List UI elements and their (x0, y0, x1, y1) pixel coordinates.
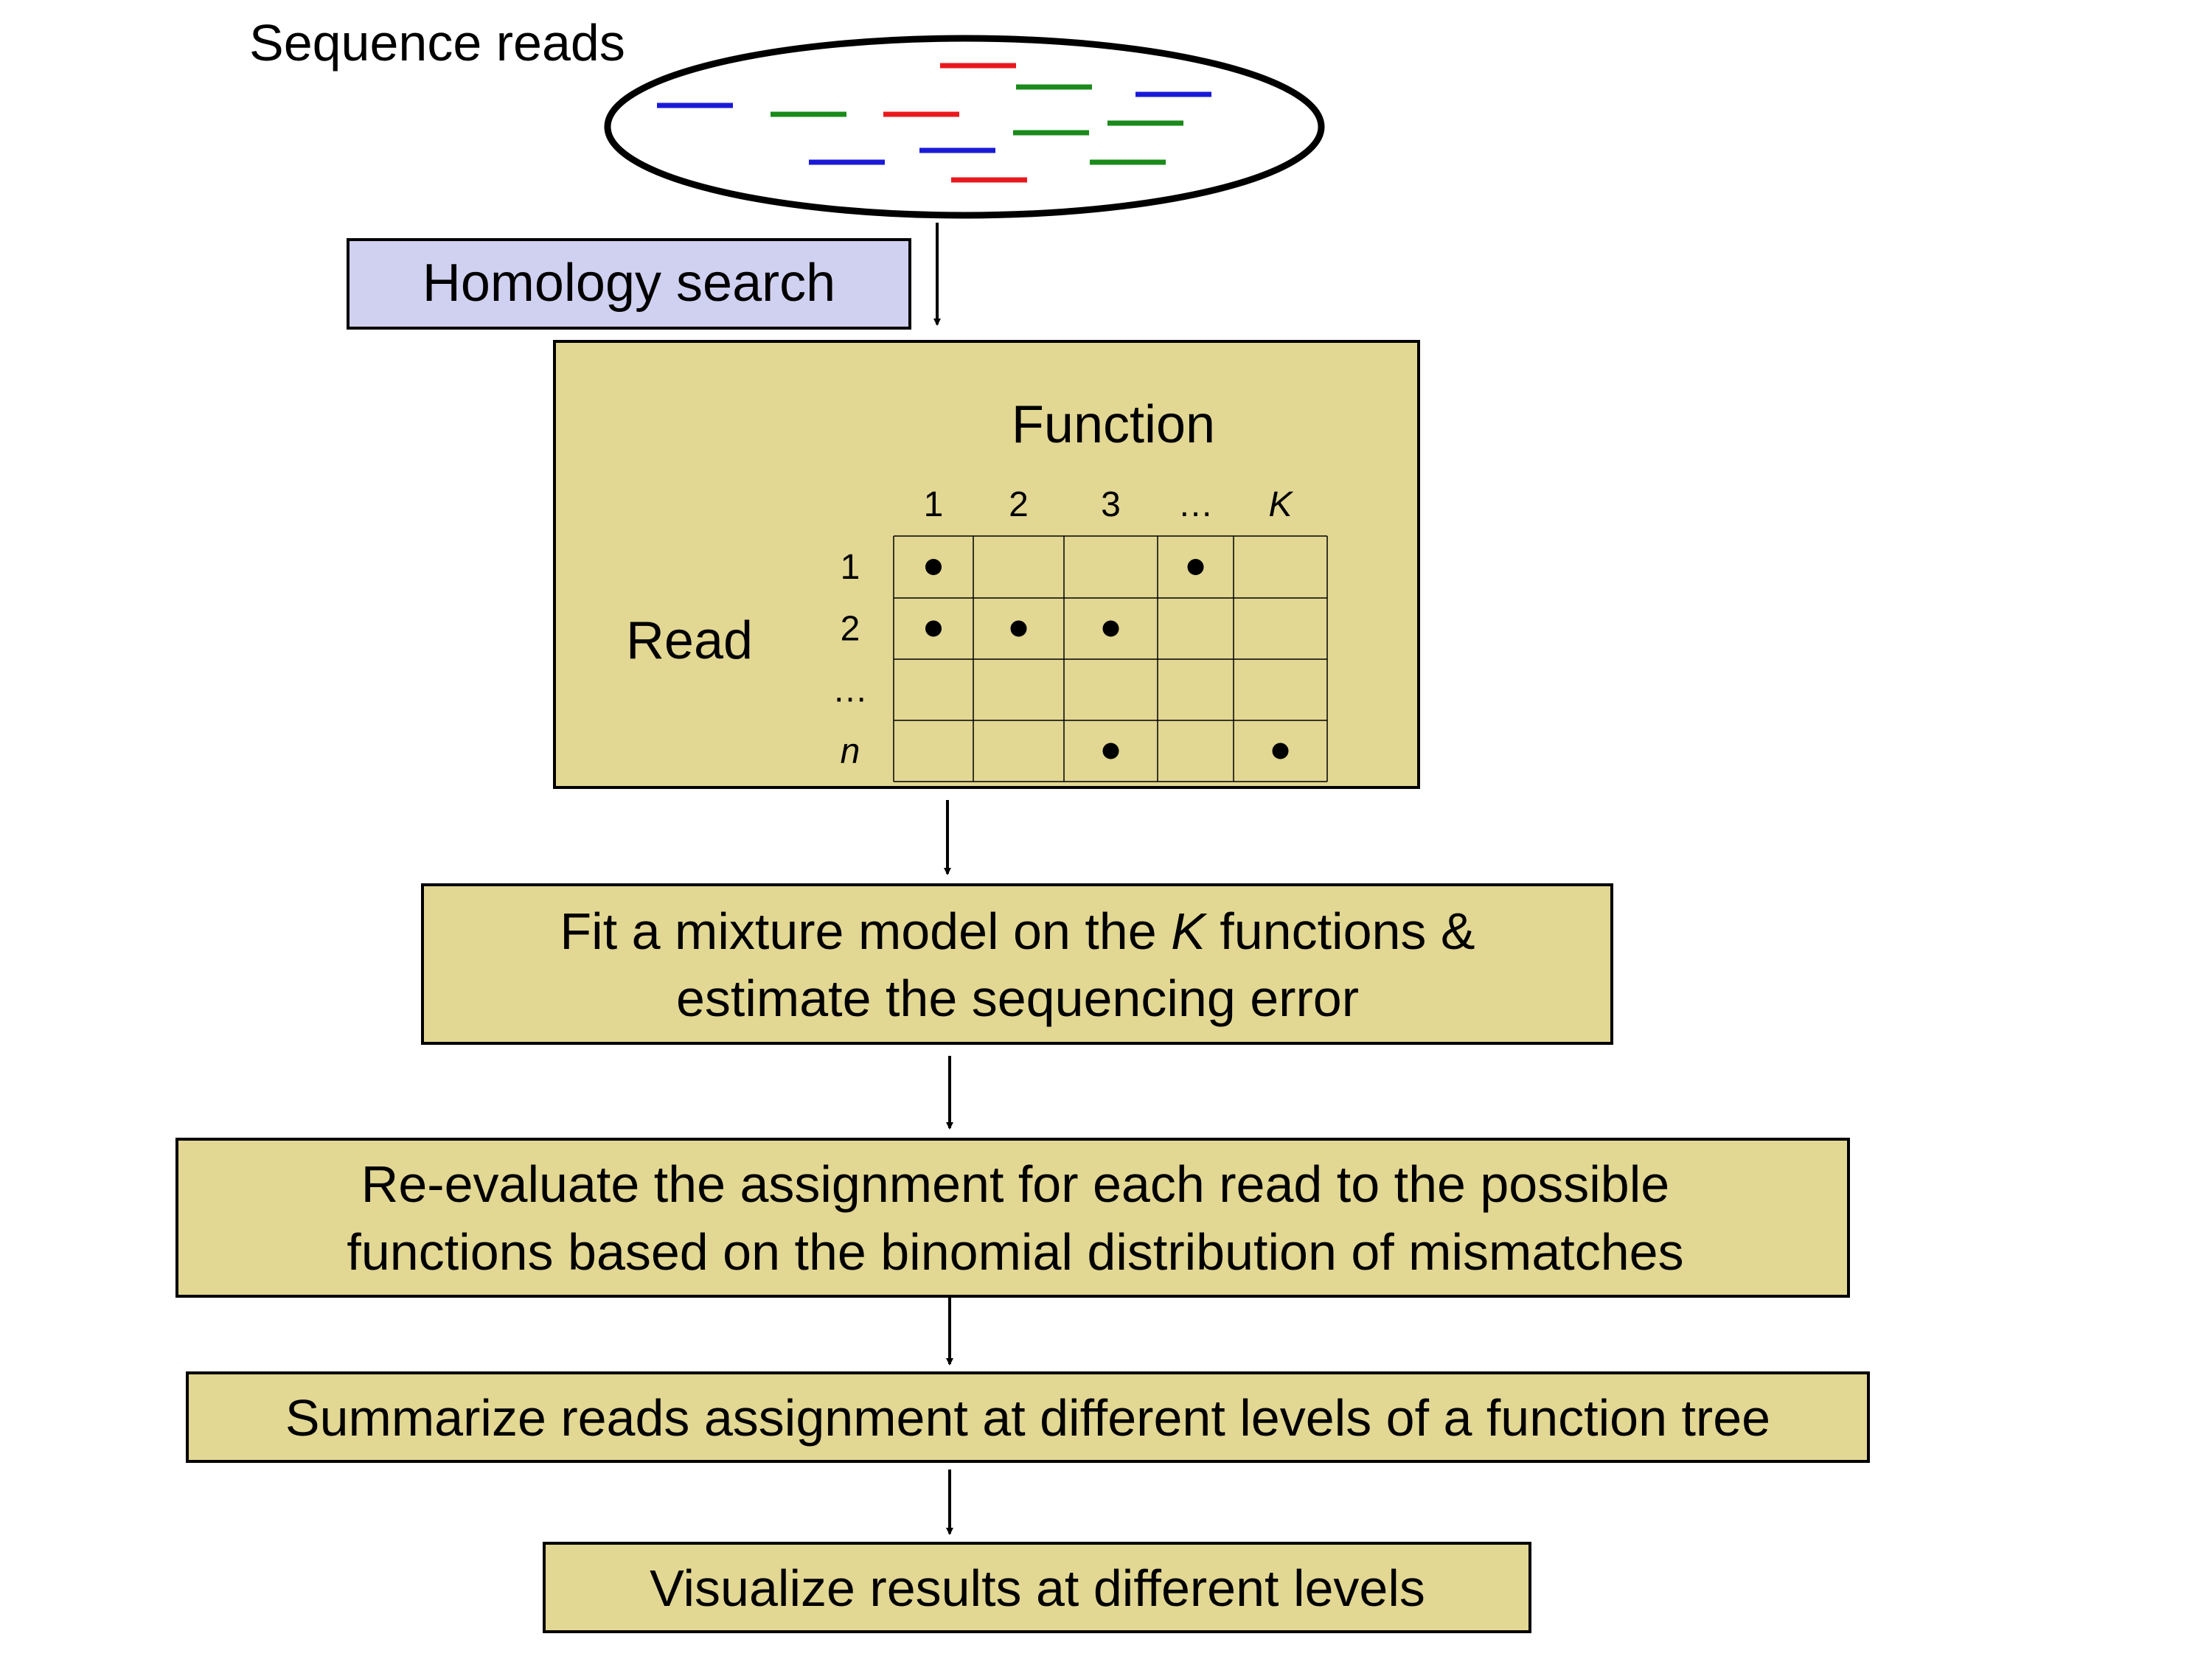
sequence-reads-label: Sequence reads (249, 14, 625, 72)
matrix-dot (1102, 620, 1119, 637)
matrix-column-label: 1 (924, 485, 944, 524)
fit-mixture-model-line2: estimate the sequencing error (676, 970, 1359, 1027)
matrix-dot (1010, 620, 1027, 637)
function-axis-title: Function (1012, 395, 1215, 454)
matrix-dot (1187, 559, 1204, 575)
read-axis-title: Read (626, 611, 753, 670)
reevaluate-assignment-box (175, 1138, 1850, 1298)
matrix-row-label: … (832, 671, 868, 710)
homology-search-label: Homology search (422, 254, 835, 313)
matrix-row-label: 1 (841, 548, 860, 587)
matrix-row-label: 2 (841, 610, 860, 649)
matrix-column-label: K (1268, 485, 1293, 524)
fit-mixture-model-box (421, 883, 1613, 1045)
matrix-dot (1102, 742, 1119, 759)
reevaluate-assignment-line2: functions based on the binomial distribu… (347, 1223, 1683, 1281)
matrix-dot (925, 559, 942, 575)
reads-pool-ellipse (604, 35, 1325, 219)
summarize-box (186, 1371, 1870, 1463)
matrix-box (553, 340, 1420, 789)
homology-search-box (347, 238, 911, 330)
fit-mixture-model-line1: Fit a mixture model on the K functions & (560, 902, 1475, 960)
visualize-label: Visualize results at different levels (650, 1559, 1425, 1617)
matrix-column-label: 3 (1101, 485, 1121, 524)
reevaluate-assignment-line1: Re-evaluate the assignment for each read… (361, 1155, 1669, 1213)
read-function-matrix: 1 2 3 … K 1 2 … n (832, 485, 1328, 782)
matrix-column-label: … (1178, 485, 1214, 524)
visualize-box (543, 1542, 1531, 1633)
matrix-column-label: 2 (1009, 485, 1029, 524)
matrix-dot (1272, 742, 1289, 759)
reads-group (657, 63, 1211, 183)
summarize-label: Summarize reads assignment at different … (285, 1389, 1770, 1447)
matrix-dot (925, 620, 942, 637)
matrix-row-label: n (841, 732, 860, 771)
